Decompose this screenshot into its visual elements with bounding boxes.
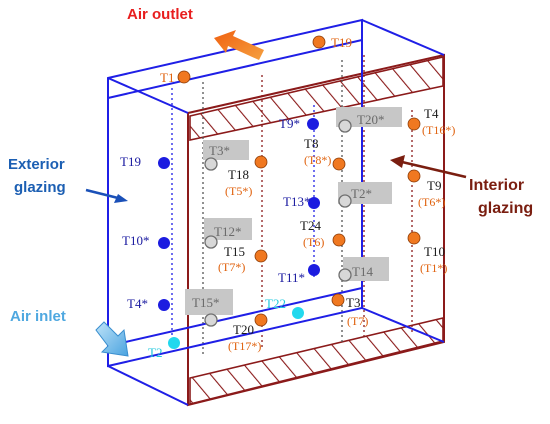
sensor-t14 bbox=[338, 268, 352, 282]
exterior-glazing-label-line2: glazing bbox=[14, 179, 66, 196]
blue-sensors bbox=[158, 118, 320, 311]
label-t16s: (T16*) bbox=[422, 123, 455, 137]
interior-glazing-label-line2: glazing bbox=[478, 200, 533, 217]
label-t5s: (T5*) bbox=[225, 184, 252, 198]
sensor-labels: T19 T1 T9* T20* T4 (T16*) T19 T3* T18 (T… bbox=[120, 35, 455, 360]
label-t6s: (T6*) bbox=[418, 195, 445, 209]
sensor-t2 bbox=[168, 337, 180, 349]
sensor-t19-left bbox=[158, 157, 170, 169]
label-t11s: T11* bbox=[278, 270, 305, 285]
label-t7s: (T7*) bbox=[218, 260, 245, 274]
label-t19-top: T19 bbox=[331, 35, 352, 50]
exterior-glazing-frame bbox=[107, 18, 445, 406]
label-t15s: T15* bbox=[192, 295, 219, 310]
sensor-t15 bbox=[254, 249, 268, 263]
sensor-t8 bbox=[332, 157, 346, 171]
label-t9: T9 bbox=[427, 178, 441, 193]
label-t8: T8 bbox=[304, 136, 318, 151]
sensor-t4s bbox=[158, 299, 170, 311]
sensor-t3s bbox=[204, 157, 218, 171]
exterior-glazing-arrow bbox=[85, 188, 128, 203]
air-outlet-label: Air outlet bbox=[127, 6, 193, 23]
label-t20: T20 bbox=[233, 322, 254, 337]
cyan-sensors bbox=[168, 307, 304, 349]
air-outlet-arrow bbox=[214, 30, 264, 60]
sensor-lines bbox=[171, 55, 413, 355]
label-t1: T1 bbox=[160, 70, 174, 85]
label-t10: T10 bbox=[424, 244, 445, 259]
sensor-t10 bbox=[407, 231, 421, 245]
sensor-t20 bbox=[254, 313, 268, 327]
label-t8s: (T8*) bbox=[304, 153, 331, 167]
sensor-t2s bbox=[338, 194, 352, 208]
grey-label-boxes bbox=[185, 107, 402, 315]
label-t13s: T13* bbox=[283, 194, 310, 209]
label-t4: T4 bbox=[424, 106, 439, 121]
sensor-t22 bbox=[292, 307, 304, 319]
label-t2s: T2* bbox=[351, 186, 372, 201]
label-t12s: T12* bbox=[214, 224, 241, 239]
label-t14: T14 bbox=[352, 264, 373, 279]
air-inlet-arrow bbox=[95, 321, 129, 357]
label-t3: T3 bbox=[346, 295, 360, 310]
sensor-t1 bbox=[177, 70, 191, 84]
sensor-t3 bbox=[331, 293, 345, 307]
sensor-t10s bbox=[158, 237, 170, 249]
label-t2: T2 bbox=[148, 345, 162, 360]
label-t15: T15 bbox=[224, 244, 245, 259]
label-t9s: T9* bbox=[279, 116, 300, 131]
label-t6: (T6) bbox=[303, 235, 324, 249]
sensor-t9 bbox=[407, 169, 421, 183]
interior-glazing-label-line1: Interior bbox=[469, 177, 524, 194]
label-t4s: T4* bbox=[127, 296, 148, 311]
label-t3s: T3* bbox=[209, 143, 230, 158]
label-t18: T18 bbox=[228, 167, 249, 182]
sensor-t24 bbox=[332, 233, 346, 247]
top-hatched-band bbox=[189, 55, 444, 141]
sensor-t19-top bbox=[312, 35, 326, 49]
label-t1s: (T1*) bbox=[420, 261, 447, 275]
sensor-t4 bbox=[407, 117, 421, 131]
sensor-t12s bbox=[204, 235, 218, 249]
interior-glazing-arrow bbox=[390, 155, 467, 179]
label-t7: (T7) bbox=[347, 314, 368, 328]
label-t19-left: T19 bbox=[120, 154, 141, 169]
orange-sensors bbox=[177, 35, 421, 327]
label-t20s: T20* bbox=[357, 112, 384, 127]
air-inlet-label: Air inlet bbox=[10, 308, 66, 325]
label-t24: T24 bbox=[300, 218, 321, 233]
sensor-t20s bbox=[338, 119, 352, 133]
sensor-t11s bbox=[308, 264, 320, 276]
exterior-glazing-label-line1: Exterior bbox=[8, 156, 65, 173]
label-t17s: (T17*) bbox=[228, 339, 261, 353]
label-t10s: T10* bbox=[122, 233, 149, 248]
sensor-t13s bbox=[308, 197, 320, 209]
grey-sensors bbox=[204, 119, 352, 327]
sensor-t18 bbox=[254, 155, 268, 169]
sensor-t9s bbox=[307, 118, 319, 130]
sensor-t15s bbox=[204, 313, 218, 327]
bottom-hatched-band bbox=[189, 316, 444, 406]
label-t22: T22 bbox=[265, 296, 286, 311]
